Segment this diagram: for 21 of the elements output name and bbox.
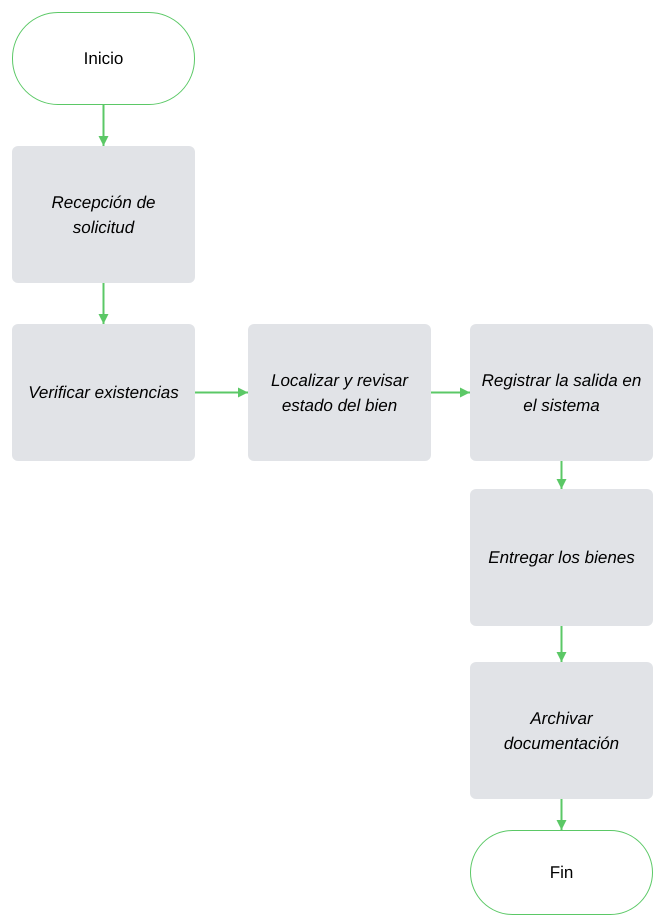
node-label: Inicio	[84, 48, 124, 70]
node-label: Recepción de solicitud	[50, 192, 156, 238]
node-label: Registrar la salida en el sistema	[480, 370, 642, 416]
arrow	[431, 388, 470, 398]
process-box	[248, 324, 431, 461]
process-box	[12, 324, 195, 461]
node-label: Fin	[550, 862, 574, 884]
process-box	[470, 324, 653, 461]
arrow	[195, 388, 248, 398]
node-label: Entregar los bienes	[488, 547, 635, 569]
node-label: Verificar existencias	[28, 382, 179, 404]
arrow	[556, 461, 566, 489]
arrow	[98, 283, 108, 324]
process-box	[470, 662, 653, 799]
arrow	[98, 105, 108, 146]
process-box	[12, 146, 195, 283]
node-label: Localizar y revisar estado del bien	[270, 370, 410, 416]
arrow	[556, 799, 566, 830]
node-label: Archivar documentación	[502, 708, 620, 754]
process-box	[470, 489, 653, 626]
arrow	[556, 626, 566, 662]
